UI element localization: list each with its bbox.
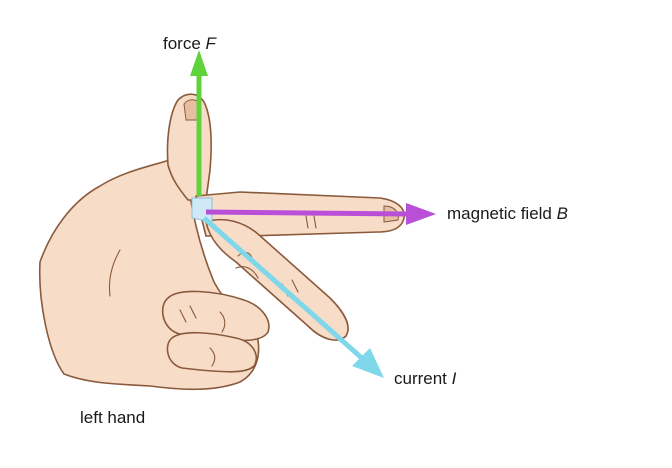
force-symbol: F xyxy=(205,34,216,53)
magnetic-field-arrow-shaft xyxy=(205,209,411,217)
hand-little-finger xyxy=(166,331,258,373)
magnetic-field-arrow-head xyxy=(406,203,436,225)
force-arrow-head xyxy=(190,50,208,76)
current-arrow xyxy=(202,216,384,378)
force-label: force F xyxy=(163,34,216,54)
current-label: current I xyxy=(394,369,456,389)
current-arrow-shaft xyxy=(202,216,366,362)
force-label-text: force xyxy=(163,34,206,53)
current-arrow-head xyxy=(352,348,384,378)
magnetic-field-label: magnetic field B xyxy=(447,204,568,224)
magnetic-field-label-text: magnetic field xyxy=(447,204,557,223)
magnetic-field-symbol: B xyxy=(556,204,568,223)
magnetic-field-arrow xyxy=(205,203,436,225)
force-arrow xyxy=(190,50,208,196)
current-label-text: current xyxy=(394,369,452,388)
current-symbol: I xyxy=(451,369,457,388)
left-hand-label: left hand xyxy=(80,408,146,427)
hand-ring-finger xyxy=(161,290,270,342)
